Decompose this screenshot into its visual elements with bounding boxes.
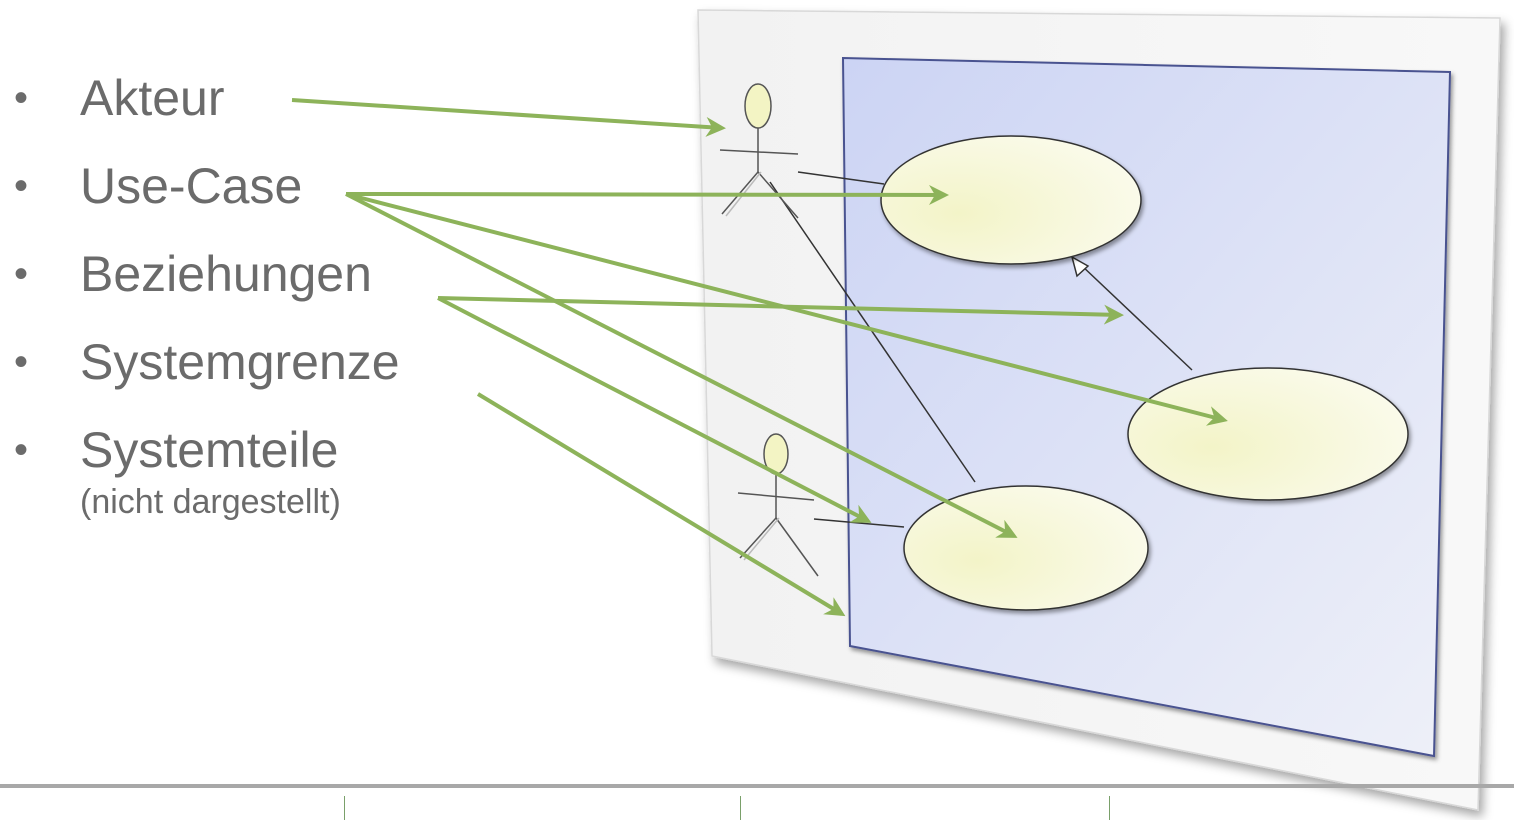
footer-tick xyxy=(1109,796,1110,820)
bullet-dot: • xyxy=(14,340,29,384)
association-line xyxy=(769,181,976,483)
arrow-beziehungen-2 xyxy=(437,296,872,523)
bullet-item-beziehungen: • Beziehungen xyxy=(14,238,400,326)
arrow-beziehungen-1 xyxy=(437,296,1124,325)
bullet-label: Systemteile xyxy=(80,422,339,478)
arrow-akteur xyxy=(291,98,726,137)
annotation-arrows xyxy=(291,98,1228,617)
use-case-ellipse xyxy=(903,485,1149,611)
footer-tick xyxy=(740,796,741,820)
bullet-label: Use-Case xyxy=(80,158,303,214)
arrow-use-case-3 xyxy=(345,192,1018,538)
bullet-dot: • xyxy=(14,76,29,120)
bullet-dot: • xyxy=(14,252,29,296)
footer-tick xyxy=(344,796,345,820)
bullet-dot: • xyxy=(14,164,29,208)
bullet-label: Systemgrenze xyxy=(80,334,400,390)
use-case-ellipse xyxy=(880,135,1142,265)
bullet-item-akteur: • Akteur xyxy=(14,62,400,150)
generalization-line xyxy=(1079,263,1193,371)
bullet-item-systemgrenze: • Systemgrenze xyxy=(14,326,400,414)
generalization-arrowhead xyxy=(1070,255,1090,278)
actor-icon xyxy=(737,433,819,577)
use-case-ellipse xyxy=(1127,367,1409,501)
arrow-systemgrenze xyxy=(476,392,846,617)
arrow-use-case-1 xyxy=(345,184,949,205)
footer-divider xyxy=(0,784,1514,788)
bullet-dot: • xyxy=(14,428,29,472)
bullet-list: • Akteur • Use-Case • Beziehungen • Syst… xyxy=(14,62,400,521)
association-line xyxy=(797,171,885,185)
bullet-item-systemteile: • Systemteile (nicht dargestellt) xyxy=(14,414,400,521)
bullet-label: Akteur xyxy=(80,70,225,126)
bullet-sublabel: (nicht dargestellt) xyxy=(80,483,341,521)
bullet-label: Beziehungen xyxy=(80,246,372,302)
bullet-item-use-case: • Use-Case xyxy=(14,150,400,238)
association-line xyxy=(813,518,905,528)
